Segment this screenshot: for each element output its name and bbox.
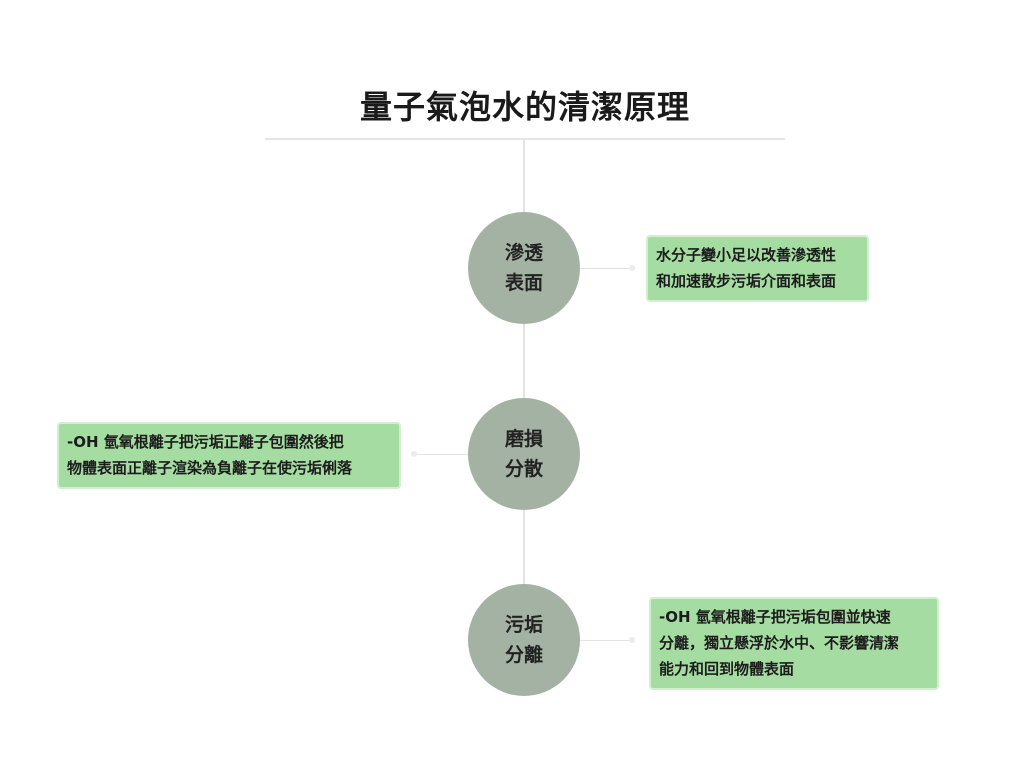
description-line: 物體表面正離子渲染為負離子在使污垢俐落 [67, 459, 353, 477]
timeline-spine [523, 140, 525, 600]
node-label-line: 污垢 [504, 614, 543, 636]
node-label-line: 分離 [504, 644, 543, 666]
connector-dot [411, 451, 417, 457]
connector-line [416, 454, 468, 455]
node-label-line: 分散 [504, 458, 543, 480]
description-box-penetrate: 水分子變小足以改善滲透性 和加速散步污垢介面和表面 [646, 235, 869, 302]
description-box-abrasion: -OH 氫氧根離子把污垢正離子包圍然後把 物體表面正離子渲染為負離子在使污垢俐落 [57, 422, 401, 489]
node-label-line: 滲透 [504, 242, 543, 264]
description-line: 和加速散步污垢介面和表面 [656, 272, 837, 290]
description-box-separation: -OH 氫氧根離子把污垢包圍並快速 分離，獨立懸浮於水中、不影響清潔 能力和回到… [649, 597, 939, 690]
description-line: -OH 氫氧根離子把污垢正離子包圍然後把 [67, 433, 344, 451]
connector-dot [629, 637, 635, 643]
node-penetrate-surface: 滲透 表面 [468, 212, 580, 324]
node-dirt-separation: 污垢 分離 [468, 584, 580, 696]
description-line: 水分子變小足以改善滲透性 [656, 246, 837, 264]
connector-line [580, 640, 632, 641]
description-line: 分離，獨立懸浮於水中、不影響清潔 [659, 634, 900, 652]
node-label-line: 磨損 [504, 428, 543, 450]
node-abrasion-disperse: 磨損 分散 [468, 398, 580, 510]
node-label-line: 表面 [504, 272, 543, 294]
description-line: -OH 氫氧根離子把污垢包圍並快速 [659, 608, 891, 626]
diagram-title: 量子氣泡水的清潔原理 [359, 88, 690, 126]
connector-dot [629, 265, 635, 271]
description-line: 能力和回到物體表面 [659, 660, 795, 678]
title-divider [265, 138, 785, 140]
connector-line [580, 268, 632, 269]
